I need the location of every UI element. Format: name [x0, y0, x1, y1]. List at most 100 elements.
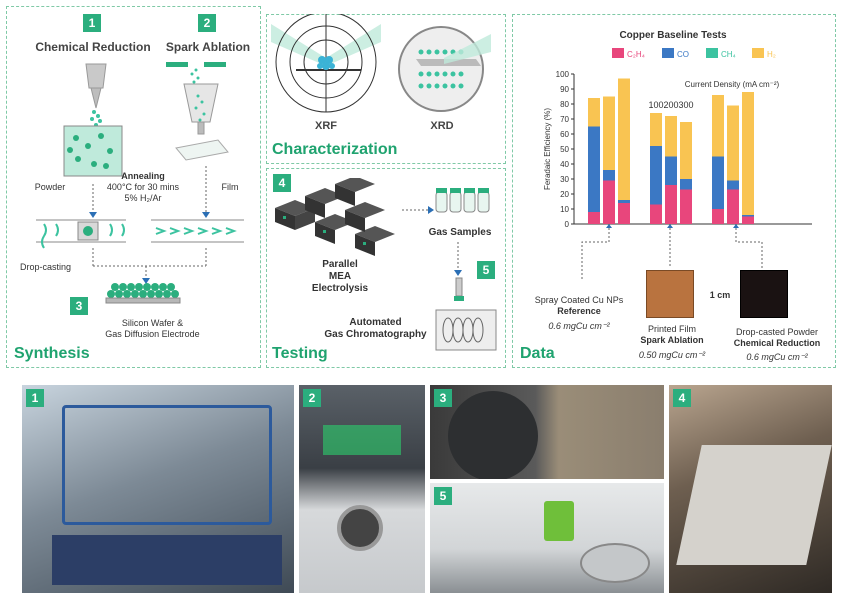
photo-3-wafer-samples: 3: [430, 385, 664, 479]
synthesis-title: Synthesis: [14, 345, 90, 362]
data-title: Data: [520, 345, 555, 362]
photo-badge-5: 5: [434, 487, 452, 505]
bar-segment-co: [665, 156, 677, 185]
step3-label: Silicon Wafer & Gas Diffusion Electrode: [105, 318, 200, 339]
current-density-value: 100: [648, 100, 663, 110]
gc-label: Automated Gas Chromatography: [324, 317, 427, 340]
data-panel: [512, 14, 836, 368]
sample2-line1: Printed Film: [647, 324, 696, 334]
bar-segment-h2: [588, 98, 600, 127]
y-axis-label: Feradaic Efficiency (%): [543, 108, 552, 190]
annealing-line1: 400°C for 30 mins: [106, 182, 180, 192]
bar-segment-c2h4: [665, 185, 677, 224]
y-tick-label: 100: [556, 70, 570, 79]
y-tick-label: 50: [560, 145, 569, 154]
y-tick-label: 70: [560, 115, 569, 124]
bar-segment-c2h4: [712, 209, 724, 224]
sample3-line2: Chemical Reduction: [733, 338, 821, 348]
annealing-line2: 5% H₂/Ar: [124, 193, 162, 203]
bar-segment-c2h4: [618, 203, 630, 224]
y-tick-label: 30: [560, 175, 569, 184]
photo-badge-2: 2: [303, 389, 321, 407]
synthesis-illustration: [36, 62, 244, 304]
sample3-line3: 0.6 mgCu cm⁻²: [746, 352, 808, 362]
bar-segment-co: [680, 179, 692, 190]
photo-2-spark-ablation: 2: [299, 385, 425, 593]
sample3-line1: Drop-casted Powder: [735, 327, 819, 337]
step-badge-2: 2: [198, 14, 216, 32]
characterization-illustration: [271, 14, 491, 113]
sample-connectors: [581, 224, 763, 280]
current-density-value: 300: [678, 100, 693, 110]
legend-swatch: [612, 48, 624, 58]
annealing-title: Annealing: [121, 171, 165, 181]
chemical-reduction-label: Chemical Reduction: [35, 40, 151, 54]
bar-segment-co: [618, 200, 630, 203]
photo-badge-4: 4: [673, 389, 691, 407]
photo-badge-3: 3: [434, 389, 452, 407]
step-badge-3: 3: [70, 297, 88, 315]
gc-illustration: [435, 242, 497, 351]
dropcast-powder-sample-image: [740, 270, 788, 318]
characterization-panel: [266, 14, 506, 164]
y-tick-label: 0: [565, 220, 570, 229]
mea-stack-illustration: [275, 178, 395, 256]
bar-segment-h2: [603, 96, 615, 170]
xrd-label: XRD: [430, 120, 454, 132]
bar-segment-h2: [680, 122, 692, 179]
sample1-line3: 0.6 mgCu cm⁻²: [548, 321, 610, 331]
bar-segment-co: [727, 180, 739, 190]
bar-segment-h2: [742, 92, 754, 215]
sample2-line2: Spark Ablation: [640, 335, 704, 345]
step-badge-5: 5: [477, 261, 495, 279]
bar-segment-c2h4: [727, 189, 739, 224]
bar-segment-co: [742, 215, 754, 217]
testing-title: Testing: [272, 345, 328, 362]
scale-label: 1 cm: [709, 290, 731, 300]
film-label: Film: [221, 182, 239, 192]
y-tick-label: 10: [560, 205, 569, 214]
bar-segment-co: [712, 156, 724, 209]
printed-film-sample-image: [646, 270, 694, 318]
bar-segment-h2: [650, 113, 662, 146]
xrf-label: XRF: [315, 120, 337, 132]
photo-4-parallel-electrolysis: 4: [669, 385, 832, 593]
y-tick-label: 90: [560, 85, 569, 94]
dropcasting-label: Drop-casting: [20, 262, 72, 272]
sample1-line1: Spray Coated Cu NPs: [534, 295, 624, 305]
spark-ablation-label: Spark Ablation: [165, 40, 251, 54]
bar-segment-c2h4: [588, 212, 600, 224]
step-badge-4: 4: [273, 174, 291, 192]
mea-label: Parallel MEA Electrolysis: [311, 259, 369, 294]
y-tick-label: 80: [560, 100, 569, 109]
gas-samples-illustration: [402, 188, 490, 214]
sample2-line3: 0.50 mgCu cm⁻²: [638, 350, 706, 360]
legend-label: C₂H₄: [627, 50, 645, 59]
bar-segment-h2: [712, 95, 724, 157]
photo-1-robotic-synthesis: 1: [22, 385, 294, 593]
powder-label: Powder: [34, 182, 66, 192]
legend-swatch: [662, 48, 674, 58]
characterization-title: Characterization: [272, 141, 398, 158]
bar-segment-h2: [665, 116, 677, 157]
bar-segment-h2: [727, 105, 739, 181]
y-tick-label: 60: [560, 130, 569, 139]
bar-segment-h2: [618, 78, 630, 200]
photo-5-gas-chromatograph: 5: [430, 483, 664, 593]
bar-segment-c2h4: [603, 180, 615, 224]
step-badge-1: 1: [83, 14, 101, 32]
legend-label: H₂: [767, 50, 776, 59]
legend-label: CH₄: [721, 50, 736, 59]
bar-segment-co: [650, 146, 662, 205]
y-tick-label: 20: [560, 190, 569, 199]
bar-segment-c2h4: [680, 189, 692, 224]
current-density-label: Current Density (mA cm⁻²): [685, 80, 780, 89]
legend-swatch: [752, 48, 764, 58]
bar-segment-c2h4: [742, 216, 754, 224]
bar-segment-co: [588, 126, 600, 212]
legend-label: CO: [677, 50, 689, 59]
sample1-line2: Reference: [557, 306, 601, 316]
gas-samples-label: Gas Samples: [428, 227, 492, 238]
chart-title: Copper Baseline Tests: [619, 30, 727, 41]
